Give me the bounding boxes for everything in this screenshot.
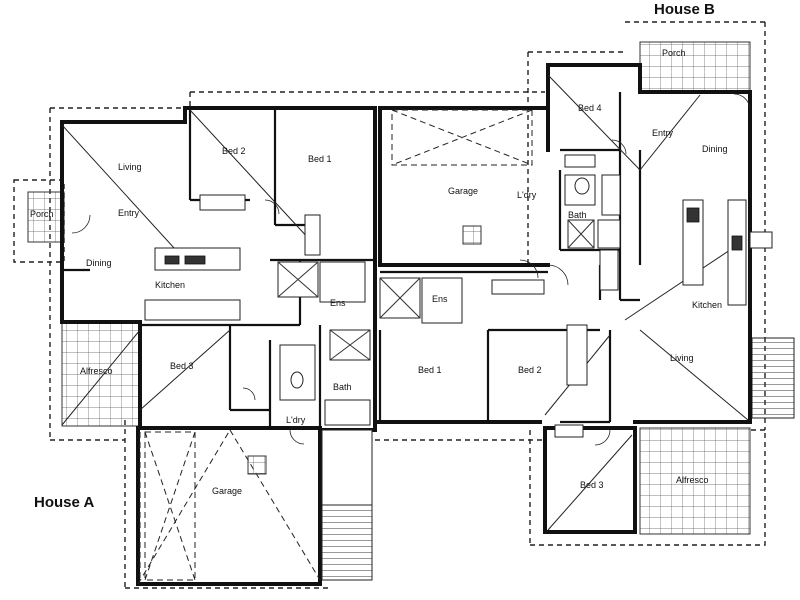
house-b-garage-walls bbox=[378, 106, 550, 267]
house-a-title: House A bbox=[34, 494, 94, 511]
house-b-porch-label: Porch bbox=[662, 48, 686, 58]
house-b-robe-bed3 bbox=[554, 424, 584, 438]
house-b-wc bbox=[599, 249, 619, 291]
house-b-title: House B bbox=[654, 1, 715, 18]
house-b-bed1-label: Bed 1 bbox=[418, 365, 442, 375]
house-a-kitchen-counter bbox=[144, 299, 241, 321]
house-a-garage-walls bbox=[136, 426, 322, 586]
house-b-bed3-door bbox=[594, 429, 611, 446]
house-b-garage-door-swing bbox=[547, 264, 569, 286]
house-b-alfresco-label: Alfresco bbox=[676, 475, 709, 485]
house-b-bath-tub bbox=[601, 174, 621, 216]
house-a-ensuite-room bbox=[319, 261, 366, 303]
house-b-garage-door bbox=[391, 109, 533, 166]
house-b-living-label: Living bbox=[670, 353, 694, 363]
house-a-kitchen-label: Kitchen bbox=[155, 280, 185, 290]
house-a-bed1-label: Bed 1 bbox=[308, 154, 332, 164]
house-a-wir-shelf bbox=[304, 214, 321, 256]
house-a-garage-roof-lines bbox=[137, 429, 321, 585]
house-a-ldry-door bbox=[289, 429, 305, 445]
house-b-robe-bed1 bbox=[491, 279, 545, 295]
house-b-toilet-room bbox=[597, 219, 621, 249]
house-b-bed2-label: Bed 2 bbox=[518, 365, 542, 375]
house-b-robe-bed2 bbox=[566, 324, 588, 386]
house-a-bathtub bbox=[324, 399, 371, 426]
house-a-ens-label: Ens bbox=[330, 298, 346, 308]
house-b-ensuite-shower-cross bbox=[379, 277, 421, 319]
house-a-bath-label: Bath bbox=[333, 382, 352, 392]
house-a-alfresco-label: Alfresco bbox=[80, 366, 113, 376]
house-b-garage-grate bbox=[462, 225, 482, 245]
house-a-bed1-door bbox=[264, 199, 280, 215]
house-a-garage-door-line bbox=[139, 431, 196, 581]
house-b-ldry-label: L'dry bbox=[517, 190, 537, 200]
house-b-entry-label: Entry bbox=[652, 128, 674, 138]
house-a-shower-cross bbox=[277, 261, 319, 298]
house-a-ldry-label: L'dry bbox=[286, 415, 306, 425]
house-b-bed1-door bbox=[519, 259, 539, 279]
house-a-garage-label: Garage bbox=[212, 486, 242, 496]
house-b-island-sink bbox=[686, 207, 700, 223]
house-a-hatched-area bbox=[321, 504, 373, 581]
house-b-roof-diagonal-entry bbox=[639, 94, 701, 171]
house-a-bath-shower-cross bbox=[329, 329, 371, 361]
house-b-alfresco-tiles bbox=[639, 427, 751, 535]
house-a-eaves-line bbox=[49, 91, 545, 589]
house-b-cooktop bbox=[731, 235, 743, 251]
house-b-porch-tiles bbox=[639, 41, 751, 93]
house-b-basin bbox=[574, 177, 590, 195]
house-a-living-label: Living bbox=[118, 162, 142, 172]
house-a-bed3-label: Bed 3 bbox=[170, 361, 194, 371]
house-b-bed3-diagonal bbox=[547, 434, 633, 531]
house-a-porch-tiles bbox=[27, 191, 65, 243]
house-a-dining-label: Dining bbox=[86, 258, 112, 268]
house-a-roof-diagonal-bed2 bbox=[189, 109, 311, 241]
house-b-kitchen-bench bbox=[727, 199, 747, 306]
house-a-porch-label: Porch bbox=[30, 209, 54, 219]
house-a-robe bbox=[199, 194, 246, 211]
house-b-bed3-walls bbox=[543, 426, 637, 534]
house-b-garage-diagonals bbox=[391, 109, 533, 166]
house-a-toilet bbox=[290, 371, 304, 389]
house-a-garage-diagonals bbox=[144, 431, 196, 581]
house-b-eaves-line bbox=[527, 21, 766, 546]
house-b-roof-diagonal-living bbox=[639, 329, 749, 421]
house-b-hatched-step bbox=[751, 337, 795, 419]
house-a-plan: Living Entry Porch Dining Kitchen Bed 2 … bbox=[13, 91, 545, 589]
house-b-dining-label: Dining bbox=[702, 144, 728, 154]
house-b-entry-door bbox=[733, 93, 751, 111]
house-b-ens-label: Ens bbox=[432, 294, 448, 304]
house-b-bath-shower-cross bbox=[567, 219, 595, 249]
house-b-kitchen-label: Kitchen bbox=[692, 300, 722, 310]
house-b-meter-box bbox=[749, 231, 773, 249]
house-a-entry-label: Entry bbox=[118, 208, 140, 218]
house-b-garage-label: Garage bbox=[448, 186, 478, 196]
house-a-roof-diagonal-bed3 bbox=[61, 329, 231, 426]
house-a-sink bbox=[184, 255, 206, 265]
house-a-entry-door bbox=[71, 214, 91, 234]
house-b-roof-diagonal-bed4 bbox=[547, 74, 641, 171]
house-a-bed3-door bbox=[242, 387, 256, 401]
house-b-bed4-label: Bed 4 bbox=[578, 103, 602, 113]
house-b-plan: Porch Bed 4 Entry Dining Garage L'dry Ba… bbox=[373, 1, 795, 546]
house-b-robe-bed4 bbox=[564, 154, 596, 168]
house-b-bed4-door bbox=[611, 139, 627, 155]
house-a-cooktop bbox=[164, 255, 180, 265]
house-b-bed3-label: Bed 3 bbox=[580, 480, 604, 490]
house-a-garage-grate bbox=[247, 455, 267, 475]
house-a-roof-diagonal-living bbox=[61, 124, 186, 261]
house-b-bath-label: Bath bbox=[568, 210, 587, 220]
house-a-bed2-label: Bed 2 bbox=[222, 146, 246, 156]
house-b-ensuite-room bbox=[421, 277, 463, 324]
